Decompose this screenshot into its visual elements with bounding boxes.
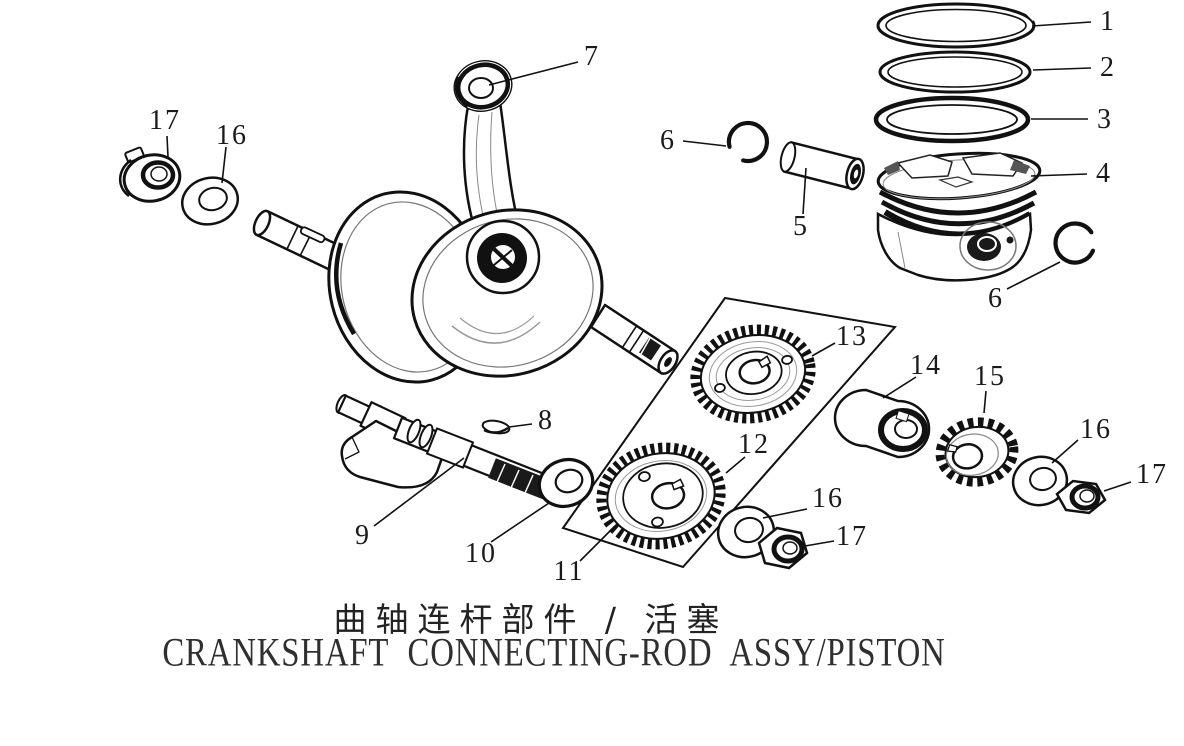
flange-nut-left: [118, 146, 182, 203]
callout-1: 1: [1100, 6, 1116, 37]
callout-2: 2: [1100, 52, 1116, 83]
leader-8: [508, 423, 533, 428]
piston-ring-second: [878, 50, 1033, 94]
bushing: [833, 388, 931, 459]
leader-10: [490, 502, 550, 543]
callout-8: 8: [538, 405, 554, 436]
leader-11: [579, 526, 615, 562]
callout-7: 7: [584, 41, 600, 72]
callout-3: 3: [1097, 104, 1113, 135]
piston-ring-oil: [873, 95, 1031, 144]
leader-16c: [1051, 439, 1079, 464]
washer-left: [181, 176, 239, 226]
callout-16-left: 16: [216, 120, 248, 151]
balance-shaft: [335, 394, 619, 513]
piston-pin: [779, 140, 865, 191]
callout-5: 5: [793, 211, 809, 242]
callout-6-top: 6: [660, 125, 676, 156]
flange-nut-middle: [757, 526, 809, 570]
leader-4: [1030, 173, 1088, 177]
leader-2: [1032, 67, 1092, 71]
leader-13: [811, 342, 836, 357]
leader-6b: [1006, 261, 1061, 290]
leader-17c: [1103, 481, 1132, 492]
callout-16-right: 16: [1080, 414, 1112, 445]
crankshaft-assembly: [252, 60, 679, 384]
leader-12: [725, 456, 746, 474]
circlip-top: [726, 120, 770, 164]
piston: [876, 151, 1042, 282]
leader-7: [488, 61, 579, 86]
leader-15: [983, 390, 987, 414]
gear-small: [935, 417, 1019, 487]
leader-lines: [166, 21, 1132, 562]
callout-9: 9: [355, 520, 371, 551]
piston-ring-top: [876, 2, 1036, 49]
callout-17-middle: 17: [836, 521, 868, 552]
washer-right: [1011, 455, 1069, 507]
leader-1: [1031, 21, 1092, 27]
leader-17a: [166, 135, 169, 158]
leader-9: [373, 457, 465, 527]
callout-13: 13: [836, 321, 868, 352]
callout-14: 14: [910, 350, 942, 381]
washer-balance-shaft: [537, 457, 595, 509]
callout-17-left: 17: [149, 105, 181, 136]
gear-upper: [690, 324, 816, 424]
connecting-rod: [453, 60, 521, 232]
woodruff-key: [481, 419, 511, 435]
circlip-bottom: [1053, 221, 1095, 265]
callout-11: 11: [553, 556, 585, 587]
diagram-title-chinese: 曲轴连杆部件 / 活塞: [333, 600, 729, 639]
callout-15: 15: [974, 361, 1006, 392]
leader-17b: [804, 540, 835, 547]
callout-6-bottom: 6: [988, 283, 1004, 314]
leader-14: [882, 376, 917, 399]
leader-5: [802, 167, 807, 215]
callout-10: 10: [465, 538, 497, 569]
gear-lower: [596, 442, 726, 550]
flange-nut-right: [1055, 479, 1107, 515]
crank-pin: [465, 219, 541, 295]
callout-12: 12: [738, 429, 770, 460]
diagram-title-english: CRANKSHAFT CONNECTING-ROD ASSY/PISTON: [162, 629, 946, 675]
callout-17-right: 17: [1136, 459, 1168, 490]
leader-16b: [762, 508, 808, 519]
leader-16a: [221, 146, 227, 184]
callout-16-middle: 16: [812, 483, 844, 514]
callout-4: 4: [1096, 158, 1112, 189]
leader-6a: [682, 140, 727, 147]
